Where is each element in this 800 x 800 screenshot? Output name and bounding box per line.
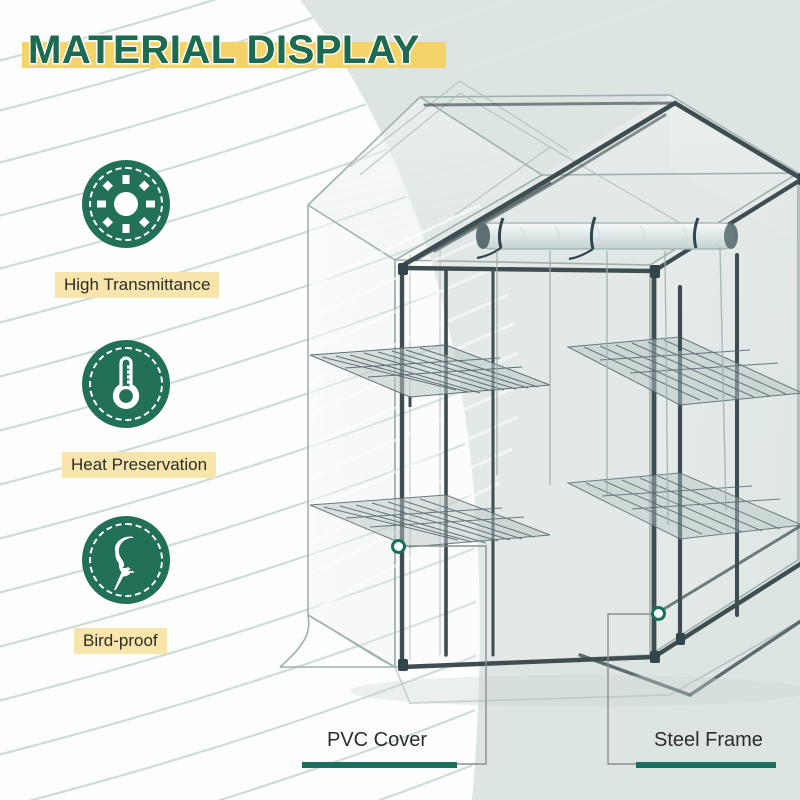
product-image-greenhouse — [250, 55, 800, 720]
dashed-ring — [89, 167, 163, 241]
page-title-text: MATERIAL DISPLAY — [28, 28, 420, 72]
feature-bird-proof: Bird-proof — [74, 516, 312, 656]
callout-label: PVC Cover — [327, 729, 428, 751]
pvc-cover-marker-icon — [391, 539, 406, 554]
page-title: MATERIAL DISPLAY MATERIAL DISPLAY — [22, 20, 492, 76]
feature-label: Bird-proof — [74, 628, 167, 654]
dashed-ring — [89, 347, 163, 421]
pvc-cover-underline — [302, 762, 457, 768]
feature-icon-badge — [82, 340, 170, 428]
feature-label: Heat Preservation — [62, 452, 217, 478]
dashed-ring — [89, 523, 163, 597]
page-title-outline: MATERIAL DISPLAY — [27, 27, 421, 74]
callout-label: Steel Frame — [654, 729, 763, 751]
feature-label: High Transmittance — [55, 272, 220, 298]
feature-high-transmittance: High Transmittance — [55, 160, 312, 300]
feature-icon-badge — [82, 160, 170, 248]
feature-icon-badge — [82, 516, 170, 604]
steel-frame-marker-icon — [651, 606, 666, 621]
title-highlight-bar — [22, 42, 446, 68]
steel-frame-underline — [636, 762, 776, 768]
feature-heat-preservation: Heat Preservation — [62, 340, 312, 480]
